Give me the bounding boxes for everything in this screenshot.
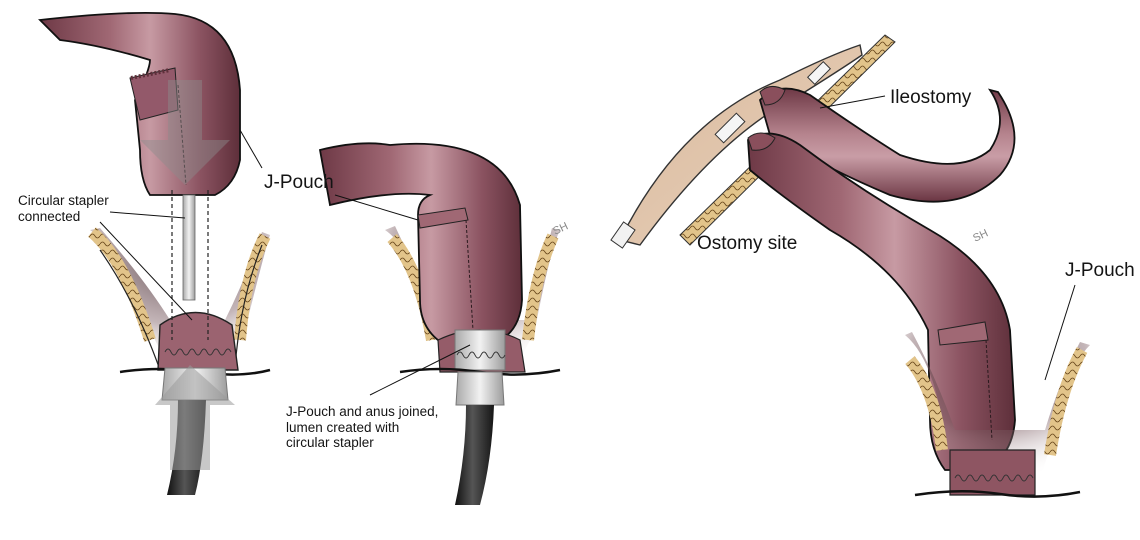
label-ileostomy: Ileostomy	[890, 87, 972, 108]
label-line: J-Pouch and anus joined,	[286, 404, 439, 419]
label-circular-stapler-connected: Circular stapler connected	[18, 193, 109, 224]
panel-2-joined: SH	[318, 142, 570, 505]
panel-3-ileostomy: SH	[610, 34, 1090, 498]
label-line: circular stapler	[286, 435, 374, 451]
panel-1-stapler-connection	[38, 11, 271, 495]
label-ostomy-site: Ostomy site	[697, 233, 798, 254]
jpouch-leader-line-1	[239, 129, 263, 169]
label-jpouch-panel-3: J-Pouch	[1065, 260, 1135, 281]
stapler-leader-line	[109, 211, 186, 219]
label-line: Circular stapler	[18, 193, 109, 208]
ileostomy-leader-line	[819, 95, 886, 109]
label-jpouch-anus-joined: J-Pouch and anus joined, lumen created w…	[286, 404, 438, 451]
label-line: connected	[18, 208, 81, 224]
joined-leader-line	[369, 344, 471, 396]
label-line: lumen created with	[286, 419, 400, 435]
svg-text:SH: SH	[551, 220, 570, 237]
jpouch-leader-line-2	[1044, 284, 1076, 381]
svg-text:SH: SH	[971, 227, 990, 244]
label-jpouch-panel-1: J-Pouch	[264, 172, 334, 193]
